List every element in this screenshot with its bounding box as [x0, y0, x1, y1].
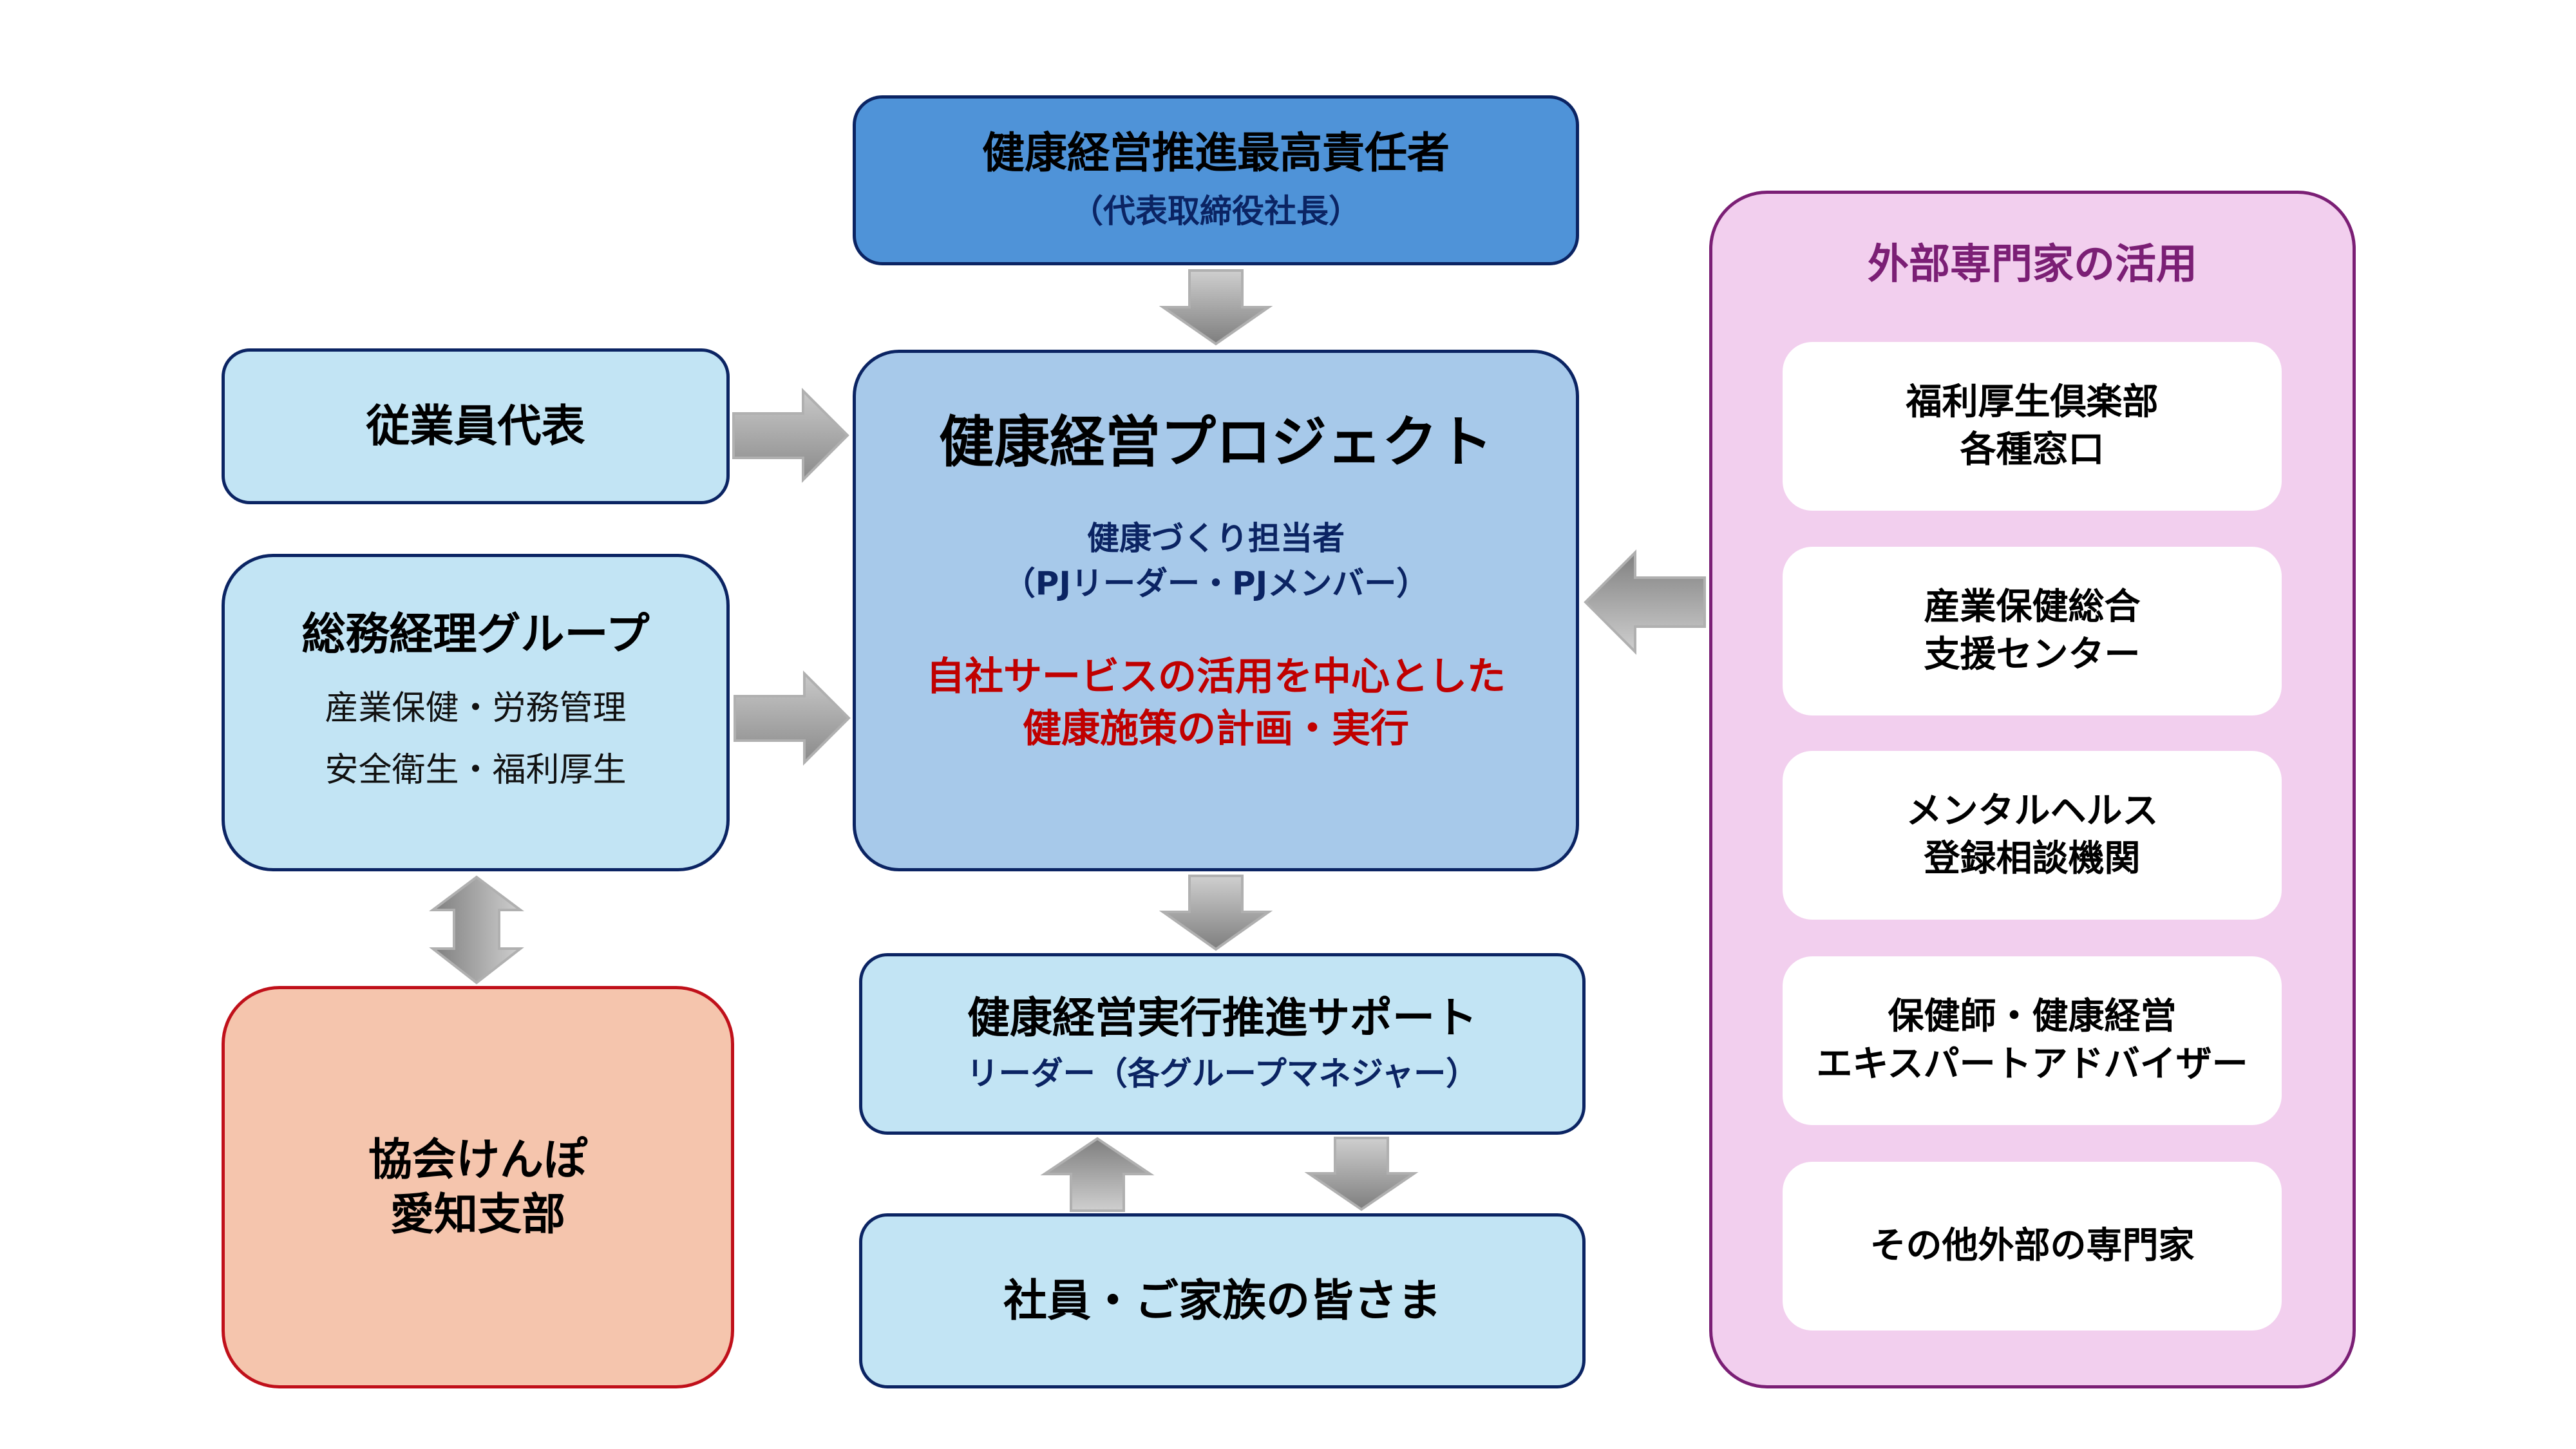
expert-card-line2: 支援センター [1924, 634, 2141, 676]
employee-representative-title: 従業員代表 [366, 401, 585, 452]
expert-card-line1: 産業保健総合 [1924, 586, 2141, 629]
execution-support-box: 健康経営実行推進サポート リーダー（各グループマネジャー） [859, 953, 1586, 1135]
kyokai-kenpo-line1: 協会けんぽ [368, 1134, 587, 1186]
expert-card-line2: 登録相談機関 [1924, 838, 2141, 880]
health-project-title: 健康経営プロジェクト [939, 410, 1493, 475]
arrow-down-icon [1159, 875, 1273, 951]
external-experts-title: 外部専門家の活用 [1868, 241, 2197, 289]
chief-officer-title: 健康経営推進最高責任者 [982, 128, 1450, 178]
expert-card: その他外部の専門家 [1783, 1162, 2282, 1331]
project-focus-line2: 健康施策の計画・実行 [1023, 706, 1409, 752]
expert-card: 産業保健総合 支援センター [1783, 547, 2282, 715]
project-members-line1: 健康づくり担当者 [1087, 520, 1345, 558]
project-focus-line1: 自社サービスの活用を中心とした [926, 654, 1506, 700]
expert-card-line2: 各種窓口 [1960, 429, 2105, 471]
expert-card: 保健師・健康経営 エキスパートアドバイザー [1783, 956, 2282, 1125]
execution-support-title: 健康経営実行推進サポート [967, 992, 1477, 1043]
employees-families-box: 社員・ご家族の皆さま [859, 1213, 1586, 1388]
chief-officer-box: 健康経営推進最高責任者 （代表取締役社長） [853, 95, 1579, 265]
project-members-line2: （PJリーダー・PJメンバー） [1003, 565, 1429, 603]
expert-card-line1: メンタルヘルス [1906, 790, 2159, 833]
kyokai-kenpo-line2: 愛知支部 [390, 1189, 565, 1240]
arrow-up-down-icon [429, 875, 524, 985]
expert-card-line1: 福利厚生倶楽部 [1906, 381, 2159, 424]
kyokai-kenpo-box: 協会けんぽ 愛知支部 [222, 986, 734, 1388]
arrow-right-icon [732, 388, 849, 483]
arrow-down-icon [1159, 269, 1273, 346]
general-affairs-box: 総務経理グループ 産業保健・労務管理 安全衛生・福利厚生 [222, 554, 730, 871]
arrow-right-icon [734, 670, 851, 766]
arrow-left-icon [1584, 549, 1706, 655]
expert-card-line1: その他外部の専門家 [1870, 1225, 2195, 1267]
expert-card-line2: エキスパートアドバイザー [1816, 1043, 2248, 1085]
expert-card: 福利厚生倶楽部 各種窓口 [1783, 342, 2282, 511]
general-affairs-line2: 安全衛生・福利厚生 [325, 751, 627, 790]
employees-families-title: 社員・ご家族の皆さま [1003, 1275, 1441, 1327]
arrow-up-icon [1040, 1137, 1155, 1212]
arrow-down-icon [1304, 1137, 1419, 1211]
health-project-box: 健康経営プロジェクト 健康づくり担当者 （PJリーダー・PJメンバー） 自社サー… [853, 350, 1579, 871]
execution-support-subtitle: リーダー（各グループマネジャー） [966, 1055, 1479, 1093]
general-affairs-line1: 産業保健・労務管理 [325, 689, 627, 728]
employee-representative-box: 従業員代表 [222, 348, 730, 504]
expert-card: メンタルヘルス 登録相談機関 [1783, 751, 2282, 920]
general-affairs-title: 総務経理グループ [301, 609, 650, 660]
expert-card-line1: 保健師・健康経営 [1888, 996, 2177, 1038]
chief-officer-subtitle: （代表取締役社長） [1071, 193, 1361, 231]
